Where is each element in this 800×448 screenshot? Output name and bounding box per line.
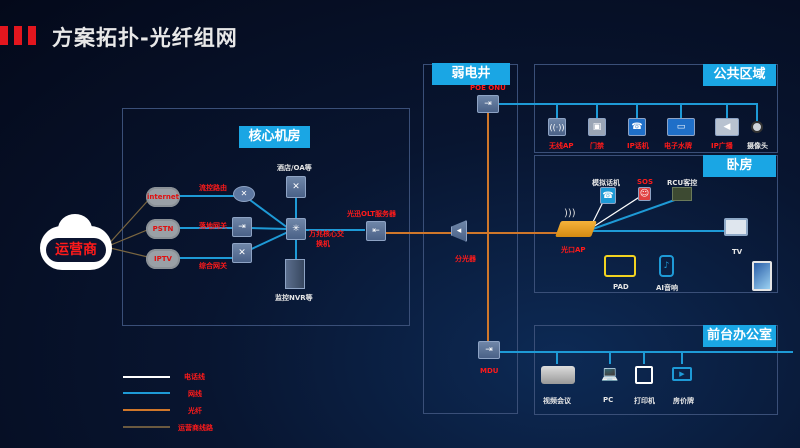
legend-line-operator [123, 426, 170, 428]
fiber-lines [386, 112, 570, 342]
pad-icon [604, 255, 636, 277]
page-title: 方案拓扑-光纤组网 [52, 26, 238, 50]
legend-line-fiber [123, 409, 170, 411]
label-price-board: 房价牌 [673, 397, 694, 405]
label-optical-ap: 光口AP [561, 246, 586, 254]
label-rcu: RCU客控 [667, 179, 698, 187]
title-bar-3 [28, 26, 36, 45]
title-bar-1 [0, 26, 8, 45]
label-olt: 光迅OLT服务器 [347, 210, 397, 218]
legend-label-network: 网线 [188, 390, 202, 398]
mdu-icon: ⇥ [478, 341, 500, 359]
label-ip-phone: IP话机 [627, 142, 649, 150]
label-hotel-oa: 酒店/OA等 [277, 164, 312, 172]
cloud-pstn: PSTN [146, 219, 180, 239]
label-camera: 摄像头 [747, 142, 768, 150]
weak-well-tag: 弱电井 [432, 63, 510, 85]
label-pc: PC [603, 396, 614, 404]
legend-label-operator: 运营商线路 [178, 424, 213, 432]
operator-cloud: 运营商 [40, 214, 112, 270]
label-pad: PAD [613, 283, 629, 291]
gateway-icon: ⇥ [232, 217, 252, 237]
label-core-switch-1: 万兆核心交 [309, 230, 344, 238]
cloud-iptv: IPTV [146, 249, 180, 269]
label-access-control: 门禁 [590, 142, 604, 150]
tv-icon [724, 218, 748, 236]
bedroom-panel [534, 155, 778, 293]
ip-broadcast-icon: ◀ [715, 118, 739, 136]
label-flow-router: 流控路由 [199, 184, 227, 192]
camera-icon [751, 121, 763, 133]
front-office-tag: 前台办公室 [703, 325, 776, 347]
video-conference-icon [541, 366, 575, 384]
label-video-conference: 视频会议 [543, 397, 571, 405]
legend-line-network [123, 392, 170, 394]
bedroom-tag: 卧房 [703, 155, 776, 177]
label-poe-onu: POE ONU [470, 84, 506, 92]
label-printer: 打印机 [634, 397, 655, 405]
ip-phone-icon: ☎ [628, 118, 646, 136]
front-office-panel [534, 325, 778, 415]
label-ip-broadcast: IP广播 [711, 142, 733, 150]
price-board-icon: ▶ [672, 367, 692, 381]
label-mdu: MDU [480, 367, 499, 375]
operator-lines [105, 195, 153, 259]
label-landing-gateway: 落地网关 [199, 222, 227, 230]
core-switch-icon: ✳ [286, 218, 306, 240]
label-analog-phone: 模拟话机 [592, 179, 620, 187]
label-ai-speaker: AI音响 [656, 284, 679, 292]
analog-phone-icon: ☎ [600, 187, 616, 204]
smartphone-icon [752, 261, 772, 291]
digital-signage-icon: ▭ [667, 118, 695, 136]
label-sos: SOS [637, 178, 654, 186]
core-room-tag: 核心机房 [239, 126, 310, 148]
router-icon: ✕ [233, 186, 255, 202]
label-wireless-ap: 无线AP [549, 142, 574, 150]
printer-icon [635, 366, 653, 384]
optical-ap-icon [555, 221, 597, 237]
poe-onu-icon: ⇥ [477, 95, 499, 113]
wireless-ap-icon: ((·)) [548, 118, 566, 136]
title-bar-2 [14, 26, 22, 45]
legend-line-phone [123, 376, 170, 378]
olt-icon: ⇤ [366, 221, 386, 241]
core-room-panel [122, 108, 410, 326]
label-integrated-gateway: 综合网关 [199, 262, 227, 270]
rcu-board-icon [672, 187, 692, 201]
label-splitter: 分光器 [455, 255, 476, 263]
pc-user-icon: 💻 [601, 366, 619, 382]
ai-speaker-icon: ♪ [659, 255, 674, 277]
label-nvr: 监控NVR等 [275, 294, 313, 302]
cloud-internet: internet [146, 187, 180, 207]
public-area-tag: 公共区域 [703, 64, 776, 86]
legend-label-fiber: 光纤 [188, 407, 202, 415]
label-core-switch-2: 换机 [316, 240, 330, 248]
wifi-icon: ))) [564, 208, 576, 219]
nvr-server-icon [285, 259, 305, 289]
label-tv: TV [732, 248, 743, 256]
label-digital-signage: 电子水牌 [664, 142, 692, 150]
operator-label: 运营商 [46, 238, 106, 262]
sos-button-icon: ☺ [638, 187, 651, 201]
access-control-icon: ▣ [588, 118, 606, 136]
legend-label-phone: 电话线 [184, 373, 205, 381]
network-lines [176, 103, 793, 364]
switch-icon: ✕ [232, 243, 252, 263]
public-area-panel [534, 64, 778, 153]
oa-switch-icon: ✕ [286, 176, 306, 198]
